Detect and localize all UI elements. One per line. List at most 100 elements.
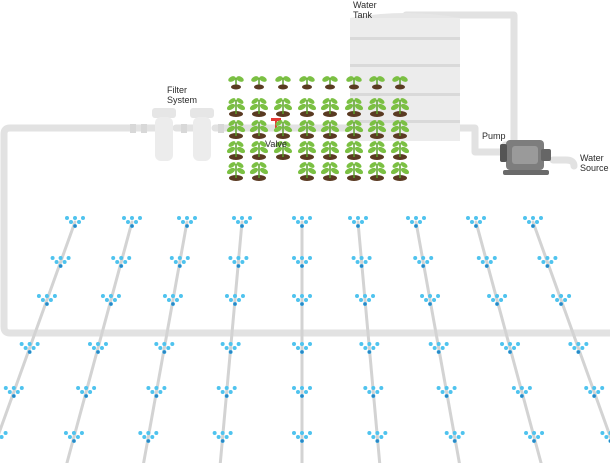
drip-emitter-icon [551, 294, 572, 306]
drip-emitter-icon [476, 256, 497, 268]
seedling-icon [367, 141, 387, 160]
drip-line [466, 216, 545, 463]
seedling-icon [297, 98, 317, 117]
seedling-icon [390, 98, 410, 117]
seedling-icon [297, 162, 317, 181]
seedling-icon [226, 120, 246, 139]
seedling-icon [249, 120, 269, 139]
drip-emitter-icon [87, 342, 108, 354]
seedling-icon [320, 120, 340, 139]
drip-emitter-icon [111, 256, 132, 268]
water-source-label: Water Source [580, 153, 609, 173]
drip-line [406, 216, 465, 463]
drip-line [523, 216, 610, 443]
drip-emitter-icon [100, 294, 121, 306]
drip-emitter-icon [292, 342, 312, 354]
drip-emitter-icon [466, 216, 486, 228]
drip-emitter-icon [537, 256, 558, 268]
drip-emitter-icon [216, 386, 237, 398]
seedling-icon [320, 162, 340, 181]
drip-emitter-icon [154, 342, 175, 354]
drip-emitter-icon [292, 386, 312, 398]
drip-line [138, 216, 197, 463]
drip-emitter-icon [169, 256, 190, 268]
drip-emitter-icon [568, 342, 589, 354]
drip-emitter-icon [50, 256, 71, 268]
seedling-icon [297, 141, 317, 160]
drip-emitter-icon [177, 216, 197, 228]
seedling-icon [320, 98, 340, 117]
seedling-icon [367, 162, 387, 181]
drip-lines [0, 216, 610, 463]
drip-emitter-icon [292, 256, 312, 268]
seedling-icon [249, 162, 269, 181]
seedling-icon [367, 98, 387, 117]
drip-emitter-icon [3, 386, 24, 398]
seedling-icon [320, 141, 340, 160]
drip-emitter-icon [76, 386, 97, 398]
drip-emitter-icon [511, 386, 532, 398]
drip-emitter-icon [487, 294, 508, 306]
drip-emitter-icon [500, 342, 521, 354]
drip-emitter-icon [63, 431, 84, 443]
drip-emitter-icon [292, 431, 312, 443]
drip-line [212, 216, 252, 463]
drip-emitter-icon [363, 386, 384, 398]
water-tank-label: Water Tank [353, 0, 377, 20]
seedling-icon [275, 76, 291, 90]
seedling-icon [228, 76, 244, 90]
drip-emitter-icon [19, 342, 40, 354]
seedling-icon [226, 98, 246, 117]
drip-emitter-icon [162, 294, 183, 306]
drip-emitter-icon [428, 342, 449, 354]
drip-emitter-icon [122, 216, 142, 228]
drip-emitter-icon [232, 216, 252, 228]
drip-line [63, 216, 142, 463]
drip-emitter-icon [420, 294, 441, 306]
seedling-icon [273, 120, 293, 139]
drip-emitter-icon [523, 216, 543, 228]
drip-emitter-icon [413, 256, 434, 268]
drip-emitter-icon [436, 386, 457, 398]
seedling-icon [344, 120, 364, 139]
seedling-icon [392, 76, 408, 90]
seedling-icon [226, 162, 246, 181]
seedling-icon [369, 76, 385, 90]
seedling-icon [273, 98, 293, 117]
drip-emitter-icon [355, 294, 376, 306]
seedling-icon [297, 120, 317, 139]
drip-emitter-icon [600, 431, 610, 443]
drip-emitter-icon [65, 216, 85, 228]
drip-emitter-icon [348, 216, 368, 228]
pump-label: Pump [482, 131, 506, 141]
drip-emitter-icon [292, 294, 312, 306]
drip-emitter-icon [138, 431, 159, 443]
drip-emitter-icon [524, 431, 545, 443]
seedling-icon [322, 76, 338, 90]
drip-emitter-icon [351, 256, 372, 268]
seedling-icon [251, 76, 267, 90]
seedling-icon [390, 120, 410, 139]
drip-emitter-icon [146, 386, 167, 398]
seedling-icon [273, 141, 293, 160]
seedling-icon [299, 76, 315, 90]
seedling-icon [249, 98, 269, 117]
drip-emitter-icon [220, 342, 241, 354]
valve-label: Valve [265, 139, 287, 149]
drip-line [0, 216, 85, 439]
drip-emitter-icon [0, 431, 8, 439]
drip-line [348, 216, 388, 463]
drip-emitter-icon [406, 216, 426, 228]
drip-line [292, 216, 312, 463]
drip-emitter-icon [228, 256, 249, 268]
drip-emitter-icon [36, 294, 57, 306]
filter-system-label: Filter System [167, 85, 198, 105]
filter-icon [152, 108, 214, 161]
drip-emitter-icon [584, 386, 605, 398]
drip-emitter-icon [367, 431, 388, 443]
seedling-icon [390, 162, 410, 181]
seedling-icon [390, 141, 410, 160]
drip-emitter-icon [212, 431, 233, 443]
drip-emitter-icon [359, 342, 380, 354]
